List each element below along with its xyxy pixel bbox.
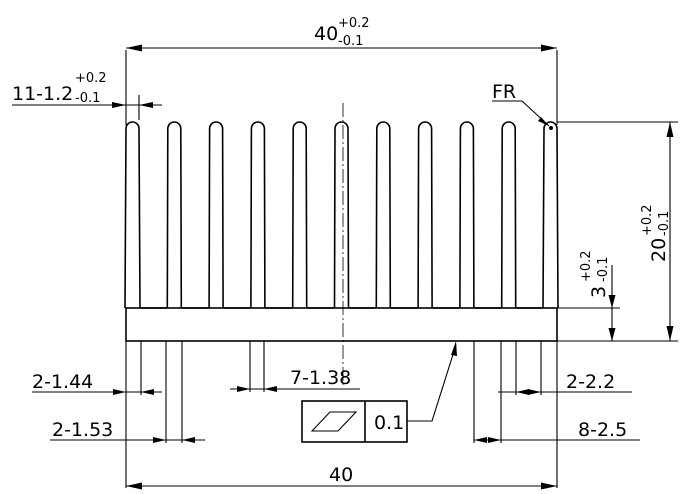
flatness-tolerance-frame: 0.1 xyxy=(301,341,457,443)
fin-radius-label: FR xyxy=(492,81,516,103)
fin-tip-thickness-lower: -0.1 xyxy=(75,91,100,106)
inner-fin-thickness-dimension: 7-1.38 xyxy=(230,367,360,392)
base-thickness-upper: +0.2 xyxy=(579,250,594,282)
heatsink-fin xyxy=(333,121,350,309)
flatness-icon xyxy=(310,411,358,432)
outer-fin-thickness-b-dimension: 2-1.53 xyxy=(50,419,205,443)
overall-width-tol-dimension: 40 +0.2 -0.1 xyxy=(125,16,558,125)
outer-fin-thickness-a-label: 2-1.44 xyxy=(32,371,93,393)
base-thickness-dimension: 3 +0.2 -0.1 xyxy=(557,250,620,341)
fin-gap-dimension: 8-2.5 xyxy=(474,419,640,443)
base-plate xyxy=(125,307,558,342)
heatsink-fin xyxy=(208,121,224,309)
fin-extension-lines xyxy=(125,341,558,488)
overall-width-tol-nominal: 40 xyxy=(314,23,338,45)
fin-tip-thickness-prefix: 11-1.2 xyxy=(12,83,73,105)
overall-width-tol-lower: -0.1 xyxy=(338,34,363,49)
edge-gap-label: 2-2.2 xyxy=(566,371,615,393)
edge-gap-dimension: 2-2.2 xyxy=(498,371,632,395)
heatsink-fin xyxy=(250,121,266,309)
fin-tip-thickness-upper: +0.2 xyxy=(75,71,107,86)
fin-radius-leader: FR xyxy=(492,81,553,130)
heatsink-fin xyxy=(500,121,517,309)
heatsink-fin xyxy=(459,121,475,309)
heatsink-fin xyxy=(124,121,141,309)
fin-tip-thickness-dimension: 11-1.2 +0.2 -0.1 xyxy=(12,71,162,120)
overall-width-label: 40 xyxy=(329,464,353,486)
inner-fin-thickness-label: 7-1.38 xyxy=(290,367,351,389)
overall-width-tol-upper: +0.2 xyxy=(338,16,370,31)
heatsink-fin xyxy=(417,121,433,309)
overall-height-upper: +0.2 xyxy=(640,204,655,236)
overall-height-dimension: 20 +0.2 -0.1 xyxy=(557,121,678,342)
outer-fin-thickness-b-label: 2-1.53 xyxy=(52,419,113,441)
heatsink-profile xyxy=(124,121,559,309)
heatsink-fin xyxy=(166,121,183,309)
heatsink-fin xyxy=(542,121,559,309)
base-thickness-nominal: 3 xyxy=(588,286,610,298)
heatsink-fin xyxy=(291,121,308,309)
heatsink-fin xyxy=(375,121,392,309)
base-thickness-lower: -0.1 xyxy=(596,257,611,282)
outer-fin-thickness-a-dimension: 2-1.44 xyxy=(32,371,162,395)
flatness-tolerance-value: 0.1 xyxy=(374,412,404,434)
overall-height-lower: -0.1 xyxy=(657,211,672,236)
overall-width-dimension: 40 xyxy=(126,464,557,490)
fin-gap-label: 8-2.5 xyxy=(578,419,627,441)
overall-height-nominal: 20 xyxy=(648,238,670,262)
